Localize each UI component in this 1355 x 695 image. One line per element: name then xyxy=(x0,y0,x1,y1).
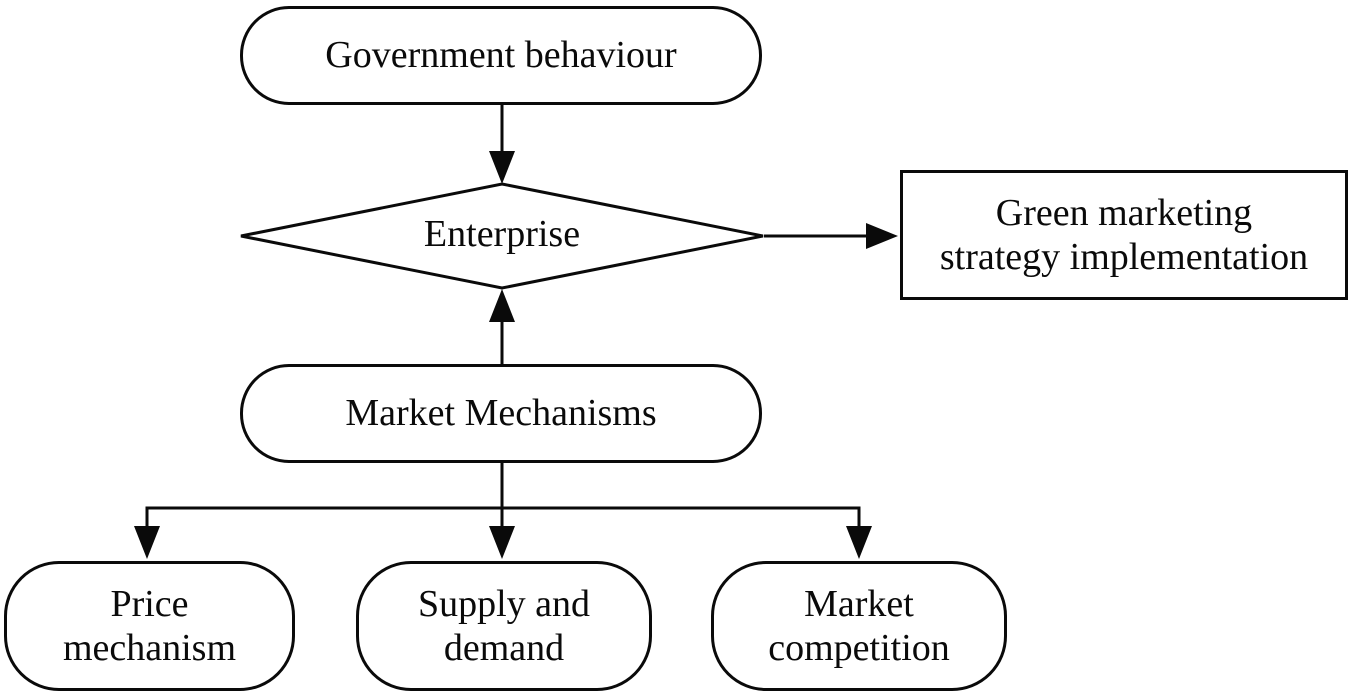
enterprise-diamond-shape xyxy=(240,182,764,290)
arrow-down-icon xyxy=(489,526,515,559)
node-supply-and-demand: Supply and demand xyxy=(356,561,652,691)
node-market-competition: Market competition xyxy=(711,561,1007,691)
node-label: Price mechanism xyxy=(62,582,237,669)
node-price-mechanism: Price mechanism xyxy=(4,561,295,691)
node-label: Green marketing strategy implementation xyxy=(939,191,1309,278)
arrow-down-icon xyxy=(134,526,160,559)
node-label: Government behaviour xyxy=(325,34,677,77)
arrow-right-icon xyxy=(866,223,898,249)
node-label: Market Mechanisms xyxy=(345,392,657,435)
node-label: Supply and demand xyxy=(417,582,591,669)
arrow-up-icon xyxy=(489,289,515,322)
node-label: Enterprise xyxy=(423,213,581,255)
node-government-behaviour: Government behaviour xyxy=(240,6,762,105)
node-market-mechanisms: Market Mechanisms xyxy=(240,364,762,463)
arrow-down-icon xyxy=(489,151,515,184)
node-green-marketing-strategy: Green marketing strategy implementation xyxy=(900,170,1348,300)
node-label: Market competition xyxy=(768,582,950,669)
node-enterprise: Enterprise xyxy=(352,210,652,258)
arrow-down-icon xyxy=(846,526,872,559)
